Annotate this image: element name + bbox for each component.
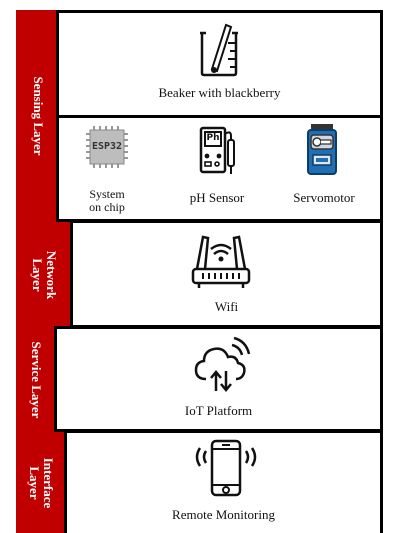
network-layer-label: Network Layer [30,250,59,300]
interface-layer-band: Interface Layer [16,432,66,533]
iot-caption: IoT Platform [184,403,253,418]
esp32-chip-label: ESP32 [91,141,123,152]
wifi-caption: Wifi [214,299,239,314]
ph-display-label: Ph [206,133,220,143]
wifi-router-icon [191,235,251,288]
servo-caption: Servomotor [293,190,355,205]
beaker-panel: Beaker with blackberry [56,10,383,118]
interface-panel: Remote Monitoring [64,430,383,533]
beaker-icon [200,23,238,77]
servomotor-icon [307,124,337,175]
service-layer-label: Service Layer [29,341,44,419]
ph-meter-icon [199,126,235,174]
sensors-panel: ESP32 System on chip Ph pH Sensor Servom… [56,115,383,222]
sensing-layer-label: Sensing Layer [31,76,46,156]
mobile-phone-icon [195,439,257,497]
iot-cloud-icon [194,336,251,392]
soc-caption: System on chip [89,187,125,214]
remote-monitoring-caption: Remote Monitoring [172,507,275,522]
interface-layer-label: Interface Layer [27,457,56,508]
sensing-layer-band: Sensing Layer [16,10,60,222]
esp32-chip-icon [86,126,128,168]
service-panel: IoT Platform [54,326,383,432]
service-layer-band: Service Layer [16,328,56,432]
network-panel: Wifi [70,220,383,328]
network-layer-band: Network Layer [16,222,72,328]
ph-caption: pH Sensor [189,190,245,205]
beaker-caption: Beaker with blackberry [158,85,281,100]
